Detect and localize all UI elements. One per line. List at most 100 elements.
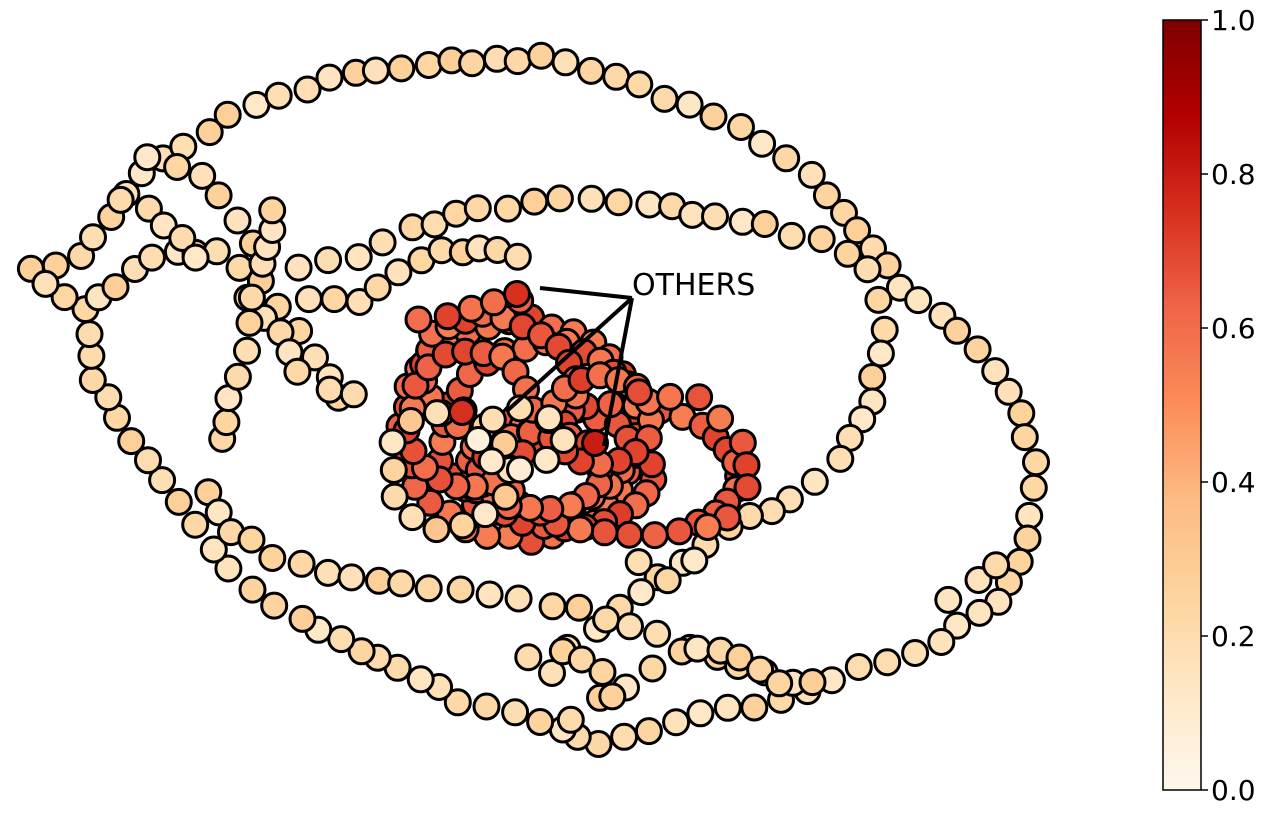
graph-node bbox=[843, 216, 872, 245]
graph-node bbox=[927, 628, 956, 656]
colorbar-tick-label: 0.8 bbox=[1211, 158, 1256, 191]
graph-node bbox=[50, 283, 79, 312]
graph-node bbox=[982, 551, 1011, 580]
graph-node bbox=[479, 288, 508, 317]
annotation-arrow bbox=[506, 296, 634, 412]
graph-node bbox=[750, 210, 779, 238]
graph-node bbox=[665, 517, 694, 546]
graph-node bbox=[567, 645, 596, 674]
colorbar-tick-label: 0.6 bbox=[1211, 312, 1256, 345]
graph-node bbox=[728, 428, 757, 457]
graph-node bbox=[315, 63, 344, 92]
graph-node bbox=[320, 285, 349, 314]
graph-node bbox=[284, 253, 313, 282]
graph-node bbox=[117, 427, 146, 456]
graph-node bbox=[797, 160, 826, 189]
graph-node bbox=[379, 456, 408, 484]
graph-node bbox=[404, 305, 433, 334]
graph-node bbox=[264, 81, 293, 110]
graph-node bbox=[258, 196, 287, 225]
graph-node bbox=[566, 515, 595, 544]
graph-node bbox=[237, 283, 266, 312]
graph-node bbox=[643, 619, 672, 648]
graph-node bbox=[75, 320, 104, 349]
graph-node bbox=[1007, 399, 1036, 428]
graph-node bbox=[640, 521, 669, 550]
graph-node bbox=[798, 668, 827, 697]
graph-node bbox=[384, 258, 413, 287]
graph-node bbox=[106, 185, 135, 214]
graph-node bbox=[556, 705, 585, 734]
graph-node bbox=[526, 708, 555, 736]
graph-node bbox=[904, 286, 933, 315]
graph-node bbox=[693, 513, 722, 541]
colorbar-tick-label: 1.0 bbox=[1211, 4, 1256, 37]
graph-node bbox=[615, 520, 644, 549]
graph-node bbox=[638, 654, 667, 683]
graph-node bbox=[777, 221, 806, 250]
graph-node bbox=[1022, 448, 1050, 477]
graph-node bbox=[965, 598, 994, 627]
graph-node bbox=[133, 143, 162, 172]
graph-node bbox=[624, 378, 653, 407]
graph-node bbox=[78, 366, 107, 394]
graph-node bbox=[733, 473, 762, 502]
graph-node bbox=[545, 184, 574, 213]
graph-node bbox=[625, 70, 654, 99]
graph-node bbox=[748, 129, 777, 158]
graph-node bbox=[656, 382, 685, 411]
graph-node bbox=[138, 243, 166, 272]
graph-node bbox=[1019, 473, 1048, 502]
graph-node bbox=[504, 584, 533, 613]
graph-node bbox=[506, 455, 534, 484]
graph-node bbox=[873, 648, 902, 677]
graph-node bbox=[283, 357, 312, 386]
graph-node bbox=[551, 48, 580, 77]
graph-node bbox=[624, 548, 653, 577]
graph-node bbox=[853, 255, 882, 284]
graph-node bbox=[315, 375, 344, 404]
graph-node bbox=[706, 404, 735, 433]
graph-node bbox=[812, 181, 841, 210]
graph-node bbox=[864, 285, 893, 314]
graph-node bbox=[398, 503, 427, 532]
graph-node bbox=[616, 612, 644, 641]
graph-node bbox=[214, 554, 243, 583]
graph-node bbox=[685, 383, 714, 412]
colorbar-tick-label: 0.0 bbox=[1211, 774, 1256, 807]
node-layer bbox=[16, 41, 1050, 758]
graph-node bbox=[337, 563, 366, 592]
graph-node bbox=[446, 575, 475, 604]
graph-node bbox=[199, 535, 228, 564]
graph-node bbox=[464, 426, 493, 454]
graph-node bbox=[414, 51, 443, 79]
graph-node bbox=[344, 243, 373, 272]
graph-node bbox=[258, 544, 287, 572]
graph-node bbox=[678, 200, 707, 229]
graph-node bbox=[994, 377, 1023, 406]
graph-node bbox=[491, 482, 520, 511]
graph-node bbox=[981, 357, 1010, 386]
graph-node bbox=[683, 634, 712, 663]
graph-node bbox=[604, 188, 633, 217]
graph-node bbox=[598, 682, 627, 711]
graph-node bbox=[503, 242, 532, 271]
graph-node bbox=[602, 62, 631, 91]
graph-node bbox=[588, 658, 617, 686]
graph-node bbox=[235, 308, 264, 337]
graph-node bbox=[223, 206, 252, 235]
graph-node bbox=[765, 669, 794, 698]
graph-node bbox=[345, 288, 374, 316]
graph-node bbox=[565, 593, 593, 622]
annotation-arrow bbox=[539, 286, 633, 300]
colorbar: 0.00.20.40.60.81.0 bbox=[1162, 4, 1256, 807]
graph-node bbox=[396, 407, 425, 435]
graph-node bbox=[94, 383, 123, 412]
graph-node bbox=[406, 665, 435, 694]
graph-node bbox=[501, 698, 530, 727]
graph-node bbox=[288, 604, 317, 633]
graph-node bbox=[433, 302, 462, 331]
graph-node bbox=[181, 510, 210, 539]
graph-node bbox=[164, 487, 193, 516]
